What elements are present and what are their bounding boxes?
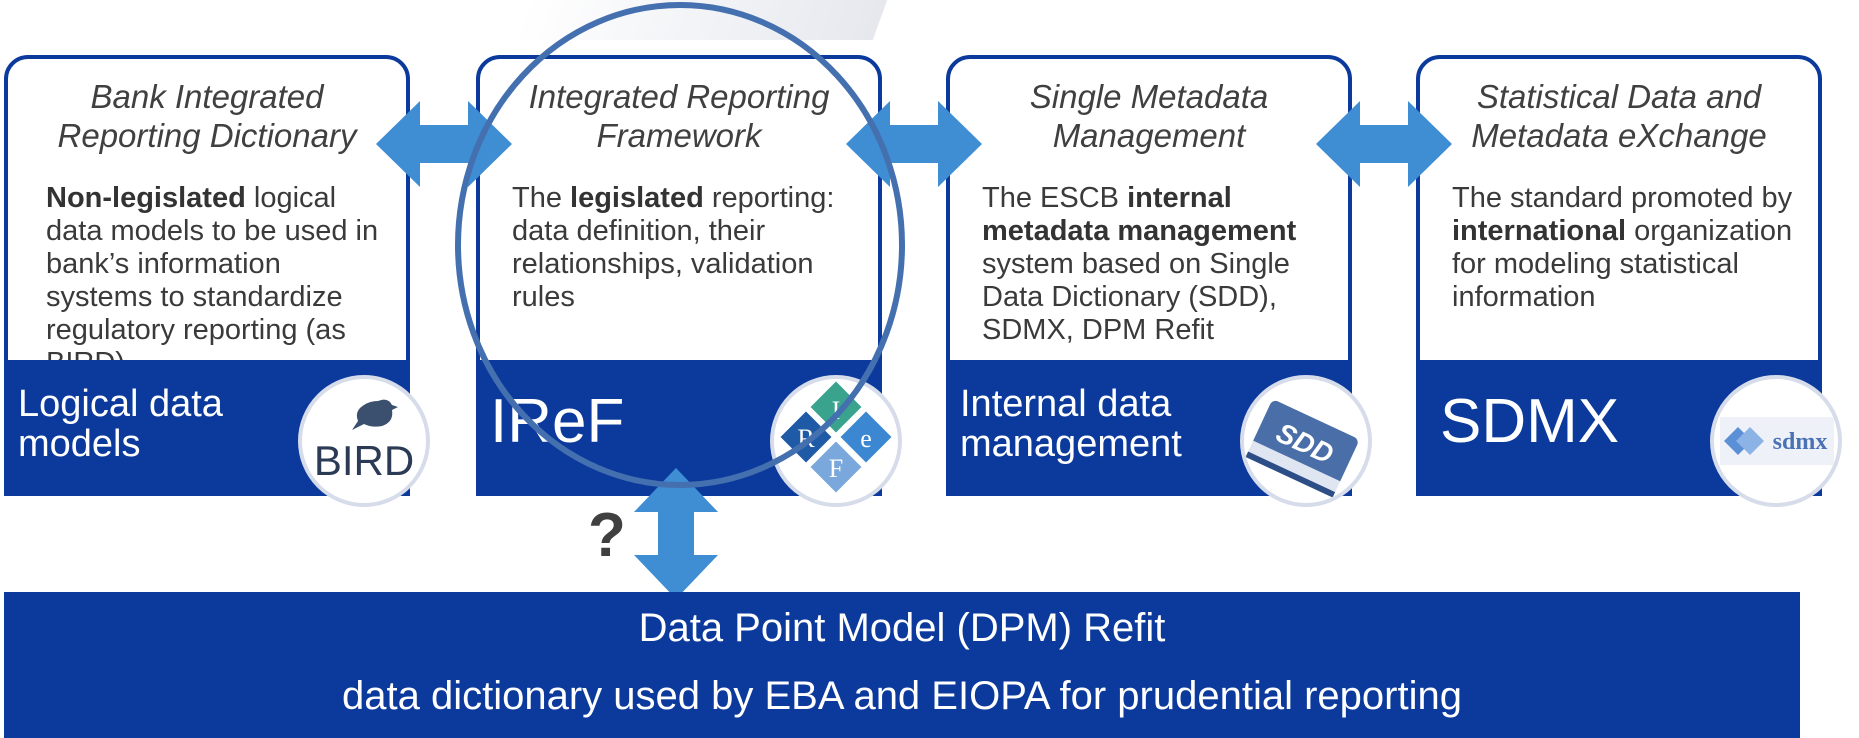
double-arrow-icon [1316,101,1452,187]
card-title: Integrated Reporting Framework [528,78,830,154]
banner-subtitle: data dictionary used by EBA and EIOPA fo… [342,674,1462,718]
double-arrow-icon [846,101,982,187]
sdmx-badge-text: sdmx [1773,429,1828,455]
footer-label: Internal data management [960,383,1182,465]
card-title: Single Metadata Management [1029,78,1269,154]
banner-title: Data Point Model (DPM) Refit [638,606,1166,650]
card-description: Non-legislated logical data models to be… [46,182,379,379]
puzzle-letter: F [829,454,843,483]
puzzle-letter: e [860,424,872,453]
book-icon: SDD [1245,400,1358,498]
double-arrow-icon [376,101,512,187]
highlight-circle [455,2,905,488]
bird-icon: BIRD [314,399,414,484]
card-smm: Single Metadata Management The ESCB inte… [946,55,1352,496]
question-mark: ? [588,501,626,570]
card-description: The legislated reporting: data definitio… [512,182,835,313]
card-description: The ESCB internal metadata management sy… [982,182,1297,346]
card-description: The standard promoted by international o… [1452,182,1793,313]
dpm-refit-banner: Data Point Model (DPM) Refit data dictio… [4,592,1800,738]
footer-label: SDMX [1440,387,1620,456]
sdmx-logo-icon: sdmx [1720,417,1834,465]
double-arrow-icon [634,468,718,599]
card-title: Bank Integrated Reporting Dictionary [57,78,357,154]
bird-badge: BIRD [298,375,430,507]
bird-badge-text: BIRD [314,437,414,484]
puzzle-letter: I [832,396,841,425]
footer-label: Logical data models [18,383,223,465]
card-title: Statistical Data and Metadata eXchange [1471,78,1767,154]
sdd-badge: SDD [1240,375,1372,507]
card-bird: Bank Integrated Reporting Dictionary Non… [4,55,410,496]
sdmx-badge: sdmx [1710,375,1842,507]
